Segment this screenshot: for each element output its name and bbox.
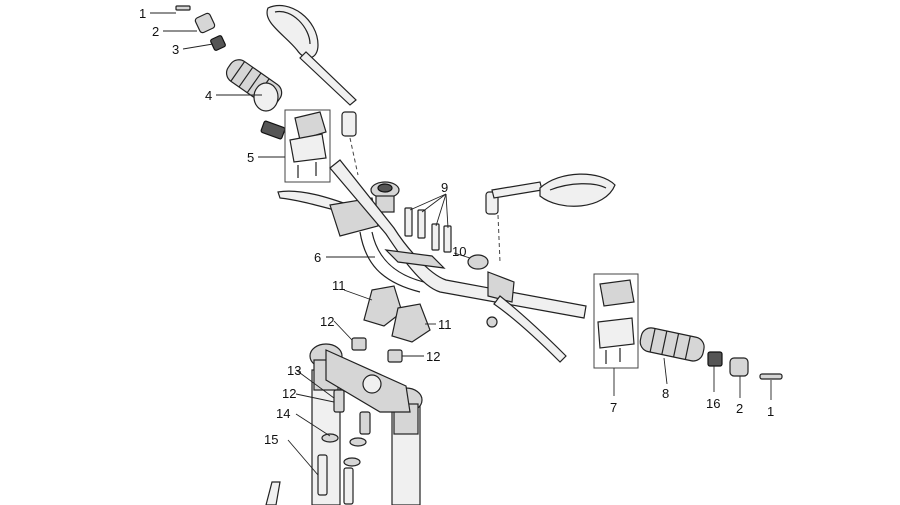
callout-3: 3 — [172, 42, 179, 57]
leader-lines — [150, 12, 772, 476]
left-mirror — [266, 5, 357, 137]
dashed-guide — [349, 137, 359, 176]
risers — [363, 285, 431, 343]
callout-6: 6 — [314, 250, 321, 265]
right-dashed-guide — [497, 214, 501, 263]
callout-2-right: 2 — [736, 401, 743, 416]
clamp-bolts — [404, 207, 452, 253]
callout-9: 9 — [441, 180, 448, 195]
callout-14: 14 — [276, 406, 290, 421]
callout-7: 7 — [610, 400, 617, 415]
callout-2: 2 — [152, 24, 159, 39]
spacers — [351, 337, 403, 363]
callout-labels: 1 2 3 4 5 9 6 10 11 11 12 12 13 12 14 15… — [139, 6, 774, 447]
callout-8: 8 — [662, 386, 669, 401]
callout-10: 10 — [452, 244, 466, 259]
callout-1: 1 — [139, 6, 146, 21]
callout-12-right: 12 — [426, 349, 440, 364]
left-grip-assembly — [175, 5, 286, 140]
callout-11-right: 11 — [438, 317, 452, 332]
callout-12-lower: 12 — [282, 386, 296, 401]
callout-1-right: 1 — [767, 404, 774, 419]
callout-16: 16 — [706, 396, 720, 411]
lower-hardware — [317, 389, 371, 505]
right-grip-assembly — [639, 327, 783, 380]
callout-5: 5 — [247, 150, 254, 165]
callout-15: 15 — [264, 432, 278, 447]
right-control-assembly — [467, 254, 567, 363]
callout-13: 13 — [287, 363, 301, 378]
right-switch-box — [593, 273, 639, 369]
callout-11-left: 11 — [332, 278, 346, 293]
right-mirror — [485, 173, 616, 215]
upper-clamp — [384, 249, 446, 269]
callout-4: 4 — [205, 88, 212, 103]
callout-12-upper: 12 — [320, 314, 334, 329]
left-switch-box — [284, 109, 331, 183]
